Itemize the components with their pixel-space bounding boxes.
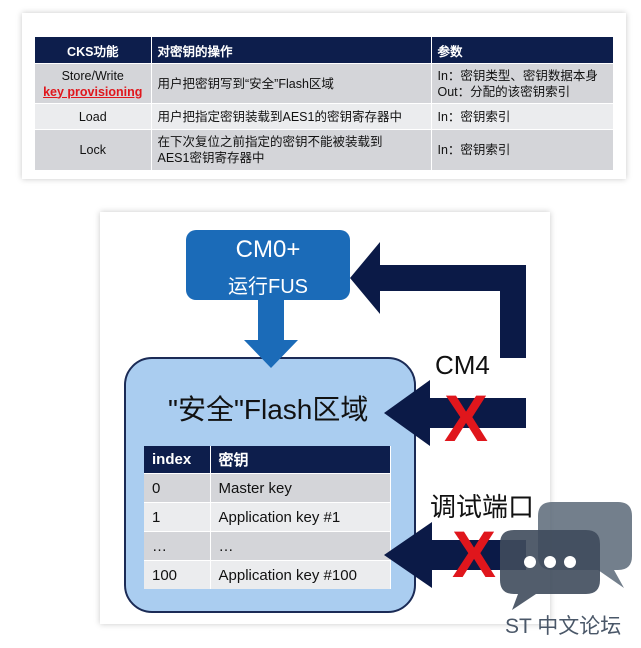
function-cell: Lock [35, 129, 152, 170]
key-cell: Application key #100 [210, 560, 391, 589]
param-cell: In：密钥索引 [431, 129, 614, 170]
param-cell: In：密钥索引 [431, 103, 614, 130]
index-cell: 1 [144, 502, 211, 532]
watermark-text: ST 中文论坛 [505, 615, 622, 638]
secure-flash-title: "安全"Flash区域 [168, 394, 369, 425]
debug-port-label: 调试端口 [430, 492, 535, 522]
param-cell: In：密钥类型、密钥数据本身 Out：分配的该密钥索引 [431, 63, 614, 104]
table-header-row: index 密钥 [144, 446, 391, 474]
key-provisioning-link[interactable]: key provisioning [43, 84, 143, 99]
header-parameters: 参数 [431, 37, 614, 64]
function-cell: Store/Write key provisioning [35, 63, 152, 104]
operation-line: AES1密钥寄存器中 [157, 150, 265, 165]
cm4-label: CM4 [435, 350, 490, 380]
cm0-title: CM0+ [235, 236, 301, 263]
debug-to-flash-arrow [384, 522, 526, 588]
table-row: Store/Write key provisioning 用户把密钥写到“安全”… [35, 63, 614, 104]
table-row: 1 Application key #1 [144, 502, 391, 532]
chat-bubble-icon [500, 502, 632, 610]
table-header-row: CKS功能 对密钥的操作 参数 [35, 37, 614, 64]
table-row: 100 Application key #100 [144, 560, 391, 589]
operation-cell: 在下次复位之前指定的密钥不能被装载到 AES1密钥寄存器中 [151, 129, 432, 170]
cks-function-table: CKS功能 对密钥的操作 参数 Store/Write key provisio… [35, 37, 614, 170]
table-row: Load 用户把指定密钥装载到AES1的密钥寄存器中 In：密钥索引 [35, 103, 614, 130]
key-index-table: index 密钥 0 Master key 1 Application key … [144, 446, 391, 589]
param-line: In：密钥类型、密钥数据本身 [437, 68, 598, 83]
table-row: 0 Master key [144, 473, 391, 503]
cm4-to-flash-arrow [384, 380, 526, 446]
header-index: index [144, 446, 211, 474]
cm0-to-flash-arrow [244, 300, 298, 368]
param-line: Out：分配的该密钥索引 [437, 84, 571, 99]
cm4-to-cm0-arrow [350, 242, 526, 358]
header-cks-function: CKS功能 [35, 37, 152, 64]
key-cell: Master key [210, 473, 391, 503]
operation-line: 在下次复位之前指定的密钥不能被装载到 [157, 134, 383, 149]
key-cell: … [210, 531, 391, 561]
operation-cell: 用户把指定密钥装载到AES1的密钥寄存器中 [151, 103, 432, 130]
header-key: 密钥 [210, 446, 391, 474]
header-key-operation: 对密钥的操作 [151, 37, 432, 64]
function-label: Store/Write [61, 68, 124, 83]
cm4-blocked-x-icon: X [444, 381, 488, 455]
cm0-fus-box: CM0+ 运行FUS [186, 230, 350, 300]
function-cell: Load [35, 103, 152, 130]
index-cell: 0 [144, 473, 211, 503]
key-cell: Application key #1 [210, 502, 391, 532]
table-row: … … [144, 531, 391, 561]
index-cell: … [144, 531, 211, 561]
table-row: Lock 在下次复位之前指定的密钥不能被装载到 AES1密钥寄存器中 In：密钥… [35, 129, 614, 170]
index-cell: 100 [144, 560, 211, 589]
operation-cell: 用户把密钥写到“安全”Flash区域 [151, 63, 432, 104]
debug-blocked-x-icon: X [452, 517, 496, 591]
cm0-subtitle: 运行FUS [228, 276, 308, 298]
cks-table-card: CKS功能 对密钥的操作 参数 Store/Write key provisio… [22, 13, 626, 179]
